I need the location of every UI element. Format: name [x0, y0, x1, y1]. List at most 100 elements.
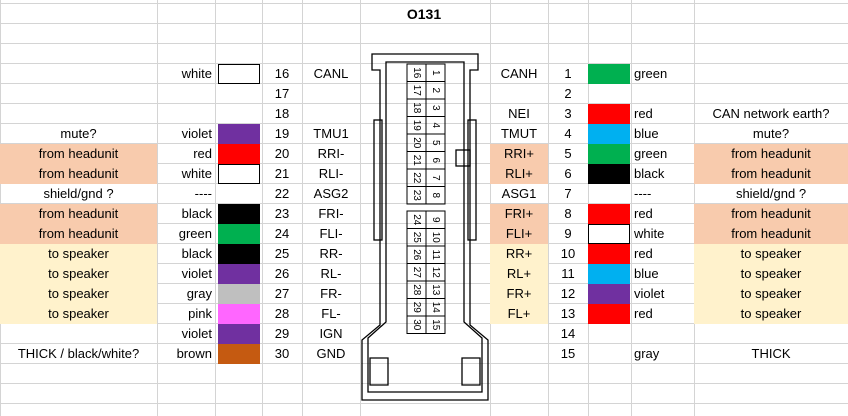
left-wire-color-cell[interactable]: black — [181, 206, 212, 221]
left-signal-cell[interactable]: RL- — [320, 266, 342, 281]
left-wire-color-cell[interactable]: ---- — [194, 186, 212, 201]
right-wire-color-cell[interactable]: blue — [634, 126, 659, 141]
left-signal-cell[interactable]: CANL — [313, 66, 349, 81]
left-note-cell[interactable]: to speaker — [0, 284, 157, 304]
right-note-cell[interactable]: to speaker — [694, 284, 848, 304]
right-wire-color-cell[interactable] — [631, 84, 694, 104]
right-pin-number-cell[interactable]: 12 — [560, 286, 576, 301]
left-signal-cell[interactable]: FLI- — [319, 226, 343, 241]
right-note-cell[interactable]: from headunit — [694, 164, 848, 184]
left-signal-cell[interactable]: GND — [316, 346, 346, 361]
left-wire-color-cell[interactable]: gray — [186, 286, 212, 301]
left-signal-cell[interactable]: RR- — [319, 246, 343, 261]
right-pin-number-cell[interactable]: 14 — [560, 326, 576, 341]
right-note-cell[interactable]: CAN network earth? — [712, 106, 830, 121]
left-pin-number-cell[interactable]: 25 — [274, 246, 290, 261]
left-note-cell[interactable]: to speaker — [0, 244, 157, 264]
left-signal-cell[interactable]: ASG2 — [313, 186, 349, 201]
left-note-cell[interactable] — [0, 64, 157, 84]
left-wire-color-cell[interactable]: violet — [181, 126, 212, 141]
left-signal-cell[interactable]: TMU1 — [313, 126, 349, 141]
right-wire-color-cell[interactable]: red — [634, 106, 653, 121]
left-signal-cell[interactable] — [302, 104, 360, 124]
left-note-cell[interactable] — [0, 104, 157, 124]
left-pin-number-cell[interactable]: 22 — [274, 186, 290, 201]
right-signal-cell[interactable]: RLI+ — [490, 164, 548, 184]
right-wire-color-cell[interactable]: blue — [634, 266, 659, 281]
right-pin-number-cell[interactable]: 9 — [564, 226, 572, 241]
left-wire-color-cell[interactable]: pink — [188, 306, 212, 321]
right-signal-cell[interactable]: FLI+ — [490, 224, 548, 244]
right-pin-number-cell[interactable]: 13 — [560, 306, 576, 321]
right-signal-cell[interactable]: RL+ — [490, 264, 548, 284]
left-pin-number-cell[interactable]: 30 — [274, 346, 290, 361]
left-signal-cell[interactable]: FRI- — [318, 206, 344, 221]
left-pin-number-cell[interactable]: 21 — [274, 166, 290, 181]
left-wire-color-cell[interactable] — [157, 84, 215, 104]
left-pin-number-cell[interactable]: 16 — [274, 66, 290, 81]
right-pin-number-cell[interactable]: 1 — [564, 66, 572, 81]
left-note-cell[interactable]: to speaker — [0, 304, 157, 324]
left-wire-color-cell[interactable]: black — [181, 246, 212, 261]
left-note-cell[interactable]: mute? — [60, 126, 97, 141]
left-pin-number-cell[interactable]: 28 — [274, 306, 290, 321]
left-pin-number-cell[interactable]: 19 — [274, 126, 290, 141]
left-wire-color-cell[interactable]: violet — [181, 266, 212, 281]
right-signal-cell[interactable]: FL+ — [490, 304, 548, 324]
left-pin-number-cell[interactable]: 23 — [274, 206, 290, 221]
left-note-cell[interactable]: THICK / black/white? — [17, 346, 140, 361]
right-note-cell[interactable]: to speaker — [694, 244, 848, 264]
left-pin-number-cell[interactable]: 27 — [274, 286, 290, 301]
right-note-cell[interactable]: shield/gnd ? — [735, 186, 807, 201]
right-pin-number-cell[interactable]: 3 — [564, 106, 572, 121]
right-signal-cell[interactable]: FRI+ — [490, 204, 548, 224]
left-wire-color-cell[interactable] — [157, 104, 215, 124]
left-signal-cell[interactable]: RRI- — [317, 146, 345, 161]
left-wire-color-cell[interactable]: white — [181, 166, 212, 181]
right-signal-cell[interactable]: RR+ — [490, 244, 548, 264]
right-pin-number-cell[interactable]: 8 — [564, 206, 572, 221]
left-wire-color-cell[interactable]: green — [178, 226, 212, 241]
right-pin-number-cell[interactable]: 6 — [564, 166, 572, 181]
right-wire-color-cell[interactable]: green — [634, 66, 668, 81]
left-wire-color-cell[interactable]: violet — [181, 326, 212, 341]
left-note-cell[interactable]: from headunit — [0, 224, 157, 244]
left-wire-color-cell[interactable]: white — [181, 66, 212, 81]
right-wire-color-cell[interactable]: red — [634, 306, 653, 321]
right-wire-color-cell[interactable] — [631, 324, 694, 344]
right-pin-number-cell[interactable]: 2 — [564, 86, 572, 101]
left-pin-number-cell[interactable]: 29 — [274, 326, 290, 341]
left-pin-number-cell[interactable]: 20 — [274, 146, 290, 161]
right-note-cell[interactable]: from headunit — [694, 204, 848, 224]
right-wire-color-cell[interactable]: green — [634, 146, 668, 161]
right-pin-number-cell[interactable]: 10 — [560, 246, 576, 261]
left-note-cell[interactable]: shield/gnd ? — [43, 186, 114, 201]
right-note-cell[interactable] — [694, 64, 848, 84]
right-signal-cell[interactable] — [490, 84, 548, 104]
right-note-cell[interactable]: THICK — [751, 346, 791, 361]
right-signal-cell[interactable]: NEI — [508, 106, 530, 121]
right-pin-number-cell[interactable]: 15 — [560, 346, 576, 361]
left-pin-number-cell[interactable]: 17 — [274, 86, 290, 101]
right-wire-color-cell[interactable]: red — [634, 246, 653, 261]
left-signal-cell[interactable]: FR- — [320, 286, 342, 301]
right-wire-color-cell[interactable]: gray — [634, 346, 660, 361]
left-signal-cell[interactable]: IGN — [319, 326, 343, 341]
left-signal-cell[interactable] — [302, 84, 360, 104]
left-signal-cell[interactable]: FL- — [321, 306, 341, 321]
left-note-cell[interactable] — [0, 324, 157, 344]
left-note-cell[interactable]: from headunit — [0, 204, 157, 224]
right-note-cell[interactable]: from headunit — [694, 224, 848, 244]
right-note-cell[interactable]: to speaker — [694, 264, 848, 284]
left-wire-color-cell[interactable]: red — [193, 146, 212, 161]
sheet-title[interactable]: O131 — [406, 6, 442, 22]
right-signal-cell[interactable]: ASG1 — [501, 186, 537, 201]
right-note-cell[interactable] — [694, 84, 848, 104]
left-note-cell[interactable]: from headunit — [0, 164, 157, 184]
right-signal-cell[interactable]: TMUT — [500, 126, 538, 141]
right-pin-number-cell[interactable]: 4 — [564, 126, 572, 141]
right-signal-cell[interactable]: CANH — [500, 66, 538, 81]
right-signal-cell[interactable]: FR+ — [490, 284, 548, 304]
left-note-cell[interactable]: from headunit — [0, 144, 157, 164]
right-note-cell[interactable] — [694, 324, 848, 344]
